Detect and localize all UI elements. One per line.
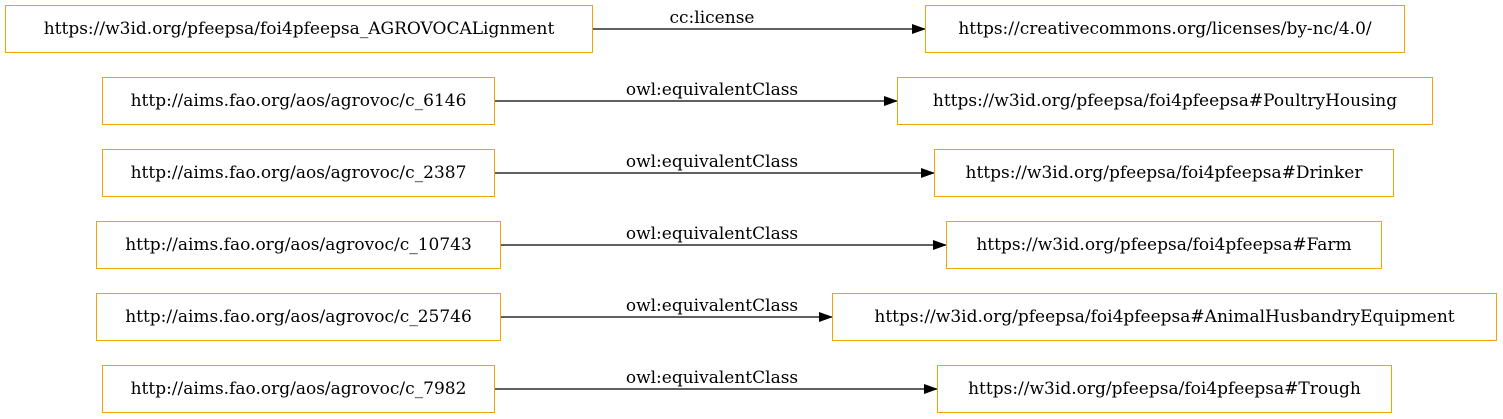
target-node-2[interactable]: https://w3id.org/pfeepsa/foi4pfeepsa#Dri… xyxy=(934,149,1394,197)
target-node-1[interactable]: https://w3id.org/pfeepsa/foi4pfeepsa#Pou… xyxy=(897,77,1433,125)
source-node-4[interactable]: http://aims.fao.org/aos/agrovoc/c_25746 xyxy=(96,293,501,341)
target-node-3[interactable]: https://w3id.org/pfeepsa/foi4pfeepsa#Far… xyxy=(946,221,1382,269)
source-node-5[interactable]: http://aims.fao.org/aos/agrovoc/c_7982 xyxy=(102,365,495,413)
edge-label-4: owl:equivalentClass xyxy=(625,296,799,316)
edge-label-0: cc:license xyxy=(669,8,755,28)
source-node-2[interactable]: http://aims.fao.org/aos/agrovoc/c_2387 xyxy=(102,149,495,197)
source-node-1[interactable]: http://aims.fao.org/aos/agrovoc/c_6146 xyxy=(102,77,495,125)
edge-label-3: owl:equivalentClass xyxy=(625,224,799,244)
edge-label-5: owl:equivalentClass xyxy=(625,368,799,388)
target-node-4[interactable]: https://w3id.org/pfeepsa/foi4pfeepsa#Ani… xyxy=(832,293,1497,341)
source-node-3[interactable]: http://aims.fao.org/aos/agrovoc/c_10743 xyxy=(96,221,501,269)
edge-label-1: owl:equivalentClass xyxy=(625,80,799,100)
source-node-0[interactable]: https://w3id.org/pfeepsa/foi4pfeepsa_AGR… xyxy=(5,5,593,53)
edge-label-2: owl:equivalentClass xyxy=(625,152,799,172)
target-node-5[interactable]: https://w3id.org/pfeepsa/foi4pfeepsa#Tro… xyxy=(937,365,1392,413)
target-node-0[interactable]: https://creativecommons.org/licenses/by-… xyxy=(925,5,1405,53)
